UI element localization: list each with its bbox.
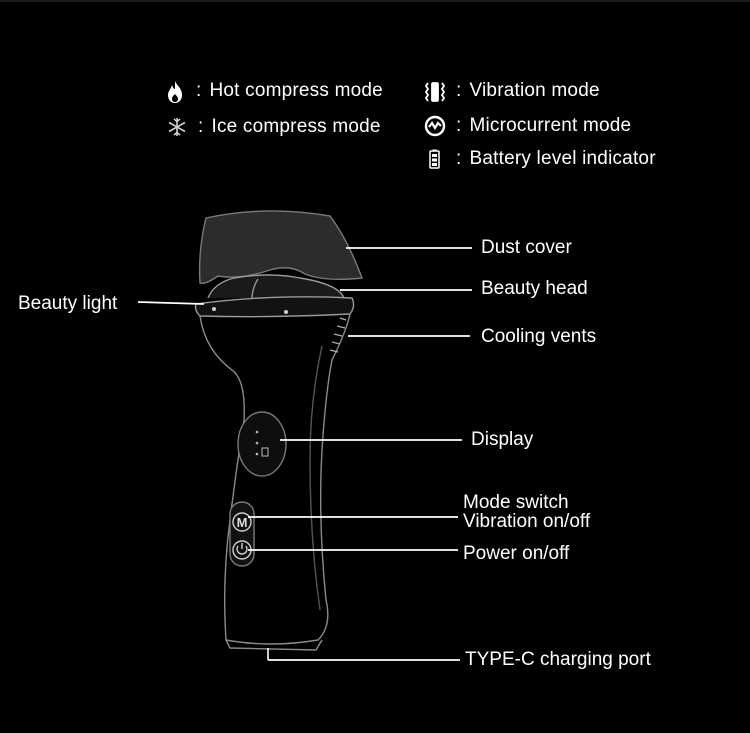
legend-microcurrent: : Microcurrent mode [424, 115, 631, 137]
legend-vibration: : Vibration mode [424, 80, 600, 102]
legend-ice-label: Ice compress mode [211, 116, 381, 137]
snowflake-icon [166, 116, 188, 138]
power-onoff-label: Power on/off [463, 543, 570, 564]
beauty-light-leader [137, 301, 205, 305]
flame-icon [164, 80, 186, 103]
mode-switch-label: Mode switch [463, 492, 569, 513]
vibration-onoff-label: Vibration on/off [463, 511, 591, 532]
legend-vibration-label: Vibration mode [469, 80, 600, 101]
legend-microcurrent-label: Microcurrent mode [469, 115, 632, 136]
legend-battery: : Battery level indicator [424, 148, 656, 170]
display-label: Display [471, 429, 534, 450]
dust-cover-shape [198, 210, 363, 285]
battery-icon [424, 148, 446, 170]
dust-cover-label: Dust cover [481, 237, 572, 258]
cooling-vents-shape [329, 317, 347, 353]
beauty-head-label: Beauty head [481, 278, 588, 299]
button-panel-shape [229, 501, 255, 567]
microcurrent-icon [424, 115, 446, 137]
top-divider [0, 0, 750, 2]
beauty-light-label: Beauty light [18, 293, 118, 314]
typec-label: TYPE-C charging port [465, 649, 651, 670]
legend-ice: : Ice compress mode [166, 116, 381, 138]
legend-hot: : Hot compress mode [164, 80, 383, 103]
display-shape [237, 411, 287, 477]
legend-hot-label: Hot compress mode [209, 80, 383, 101]
cooling-vents-label: Cooling vents [481, 326, 597, 347]
vibration-icon [424, 80, 446, 102]
mode-button-glyph: M [237, 515, 248, 530]
legend-battery-label: Battery level indicator [469, 148, 656, 169]
